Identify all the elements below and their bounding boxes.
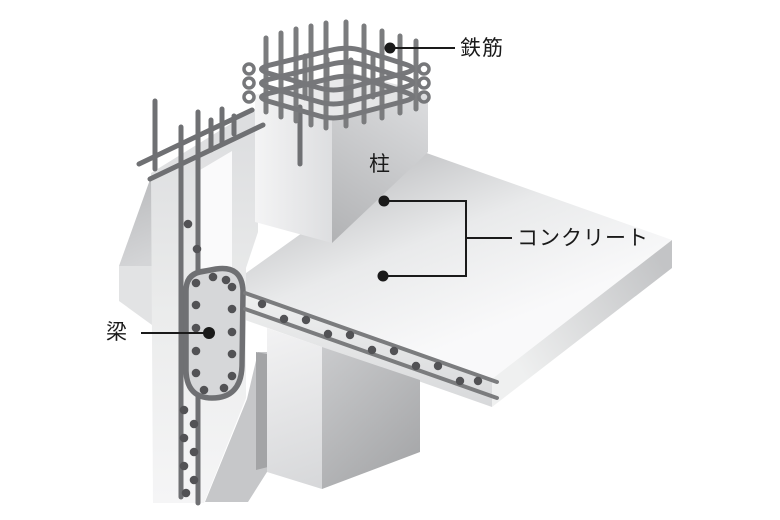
cage-hook-loops <box>242 62 431 104</box>
beam-rebar-dots <box>191 272 237 395</box>
rebar-leader-dot <box>384 42 396 54</box>
wall-rebar <box>136 98 303 506</box>
slab-front-right-face <box>492 240 672 407</box>
beam-label: 梁 <box>106 320 128 344</box>
column-lower-left-face <box>267 328 322 489</box>
slab-front-left-face <box>228 286 492 407</box>
concrete-leader-bracket <box>383 200 512 277</box>
concrete-label: コンクリート <box>517 226 649 250</box>
leader-lines <box>141 47 512 334</box>
column-right-face <box>332 93 428 243</box>
rebar-cage <box>242 19 431 131</box>
rebar-label: 鉄筋 <box>460 36 504 60</box>
column-left-face <box>255 95 332 243</box>
concrete-leader-dot-slab <box>377 270 389 282</box>
panel-bright-face <box>200 151 232 268</box>
column-label: 柱 <box>369 152 391 176</box>
concrete-leader-dot-column <box>378 195 390 207</box>
column-lower <box>205 328 420 502</box>
cage-hoops <box>259 45 413 118</box>
beam-leader-dot <box>203 327 215 339</box>
slab-left-sliver <box>119 174 152 325</box>
slab-rebar-ladder <box>243 291 499 400</box>
ladder-dots <box>257 299 483 386</box>
wall-rebar-section-dots <box>179 219 202 498</box>
shadow-band <box>205 352 267 502</box>
column-lower-right-face <box>322 347 420 489</box>
leader-dots <box>203 42 396 339</box>
